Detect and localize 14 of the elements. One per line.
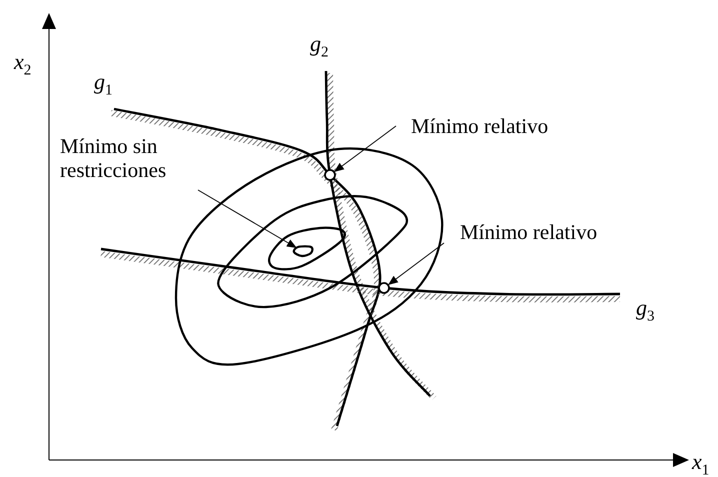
annotation-text: Mínimo sin restricciones: [60, 134, 166, 182]
contour-line: [292, 245, 314, 258]
constraint-label: g$_{1}$: [94, 70, 112, 100]
annotation-text: Mínimo relativo: [460, 220, 598, 244]
constraint-label: g$_{3}$: [636, 296, 654, 326]
leader-arrow: [198, 190, 297, 248]
constraint-label: g$_{2}$: [310, 32, 328, 62]
leader-arrow: [334, 126, 396, 172]
point-marker: [324, 169, 336, 181]
point-marker: [378, 282, 390, 294]
annotation-text: Mínimo relativo: [411, 114, 548, 138]
leader-arrow: [388, 242, 444, 285]
axis-label: x$_{2}$: [14, 50, 32, 80]
axis-label: x$_{1}$: [692, 450, 710, 477]
